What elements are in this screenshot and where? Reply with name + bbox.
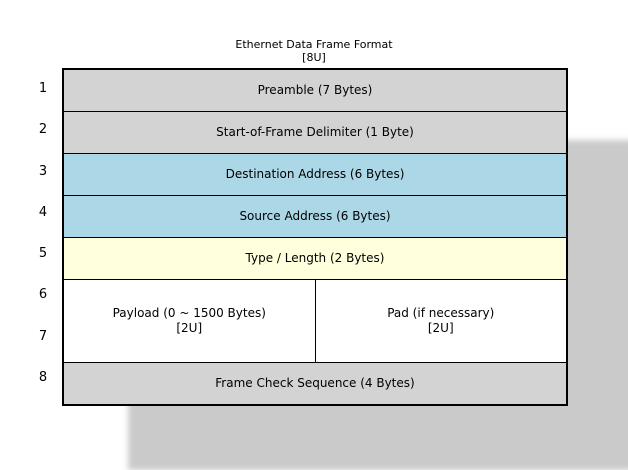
row-number-6: 6 (38, 287, 48, 303)
frame-diagram: Preamble (7 Bytes) Start-of-Frame Delimi… (62, 68, 628, 470)
row-number-4: 4 (38, 204, 48, 220)
row-number-gutter: 1 2 3 4 5 6 7 8 (30, 68, 56, 398)
diagram-canvas: Ethernet Data Frame Format [8U] 1 2 3 4 … (0, 38, 628, 470)
row-number-1: 1 (38, 81, 48, 96)
ethernet-frame-table: Preamble (7 Bytes) Start-of-Frame Delimi… (62, 68, 568, 406)
field-pad-label: Pad (if necessary) (387, 306, 495, 320)
field-destination-address: Destination Address (6 Bytes) (62, 153, 568, 196)
field-frame-check-sequence: Frame Check Sequence (4 Bytes) (62, 362, 568, 406)
row-number-2: 2 (38, 122, 48, 138)
field-source-address: Source Address (6 Bytes) (62, 195, 568, 238)
row-number-5: 5 (38, 246, 48, 261)
field-payload: Payload (0 ~ 1500 Bytes) [2U] (62, 279, 316, 363)
field-payload-label: Payload (0 ~ 1500 Bytes) (112, 306, 266, 320)
field-start-of-frame-delimiter: Start-of-Frame Delimiter (1 Byte) (62, 111, 568, 154)
diagram-title: Ethernet Data Frame Format [8U] (0, 38, 628, 64)
field-payload-sublabel: [2U] (176, 321, 203, 335)
row-number-7: 7 (38, 328, 48, 344)
table-row: Source Address (6 Bytes) (62, 195, 568, 238)
table-row: Type / Length (2 Bytes) (62, 237, 568, 280)
diagram-title-subtitle: [8U] (302, 51, 326, 64)
table-row: Start-of-Frame Delimiter (1 Byte) (62, 111, 568, 154)
field-preamble: Preamble (7 Bytes) (62, 68, 568, 112)
diagram-title-main: Ethernet Data Frame Format (235, 38, 393, 51)
table-row: Preamble (7 Bytes) (62, 68, 568, 112)
field-pad-sublabel: [2U] (427, 321, 454, 335)
row-number-8: 8 (38, 369, 48, 385)
table-row-split: Payload (0 ~ 1500 Bytes) [2U] Pad (if ne… (62, 279, 568, 363)
field-pad: Pad (if necessary) [2U] (314, 279, 568, 363)
field-type-length: Type / Length (2 Bytes) (62, 237, 568, 280)
row-number-3: 3 (38, 163, 48, 179)
table-row: Frame Check Sequence (4 Bytes) (62, 362, 568, 406)
table-row: Destination Address (6 Bytes) (62, 153, 568, 196)
